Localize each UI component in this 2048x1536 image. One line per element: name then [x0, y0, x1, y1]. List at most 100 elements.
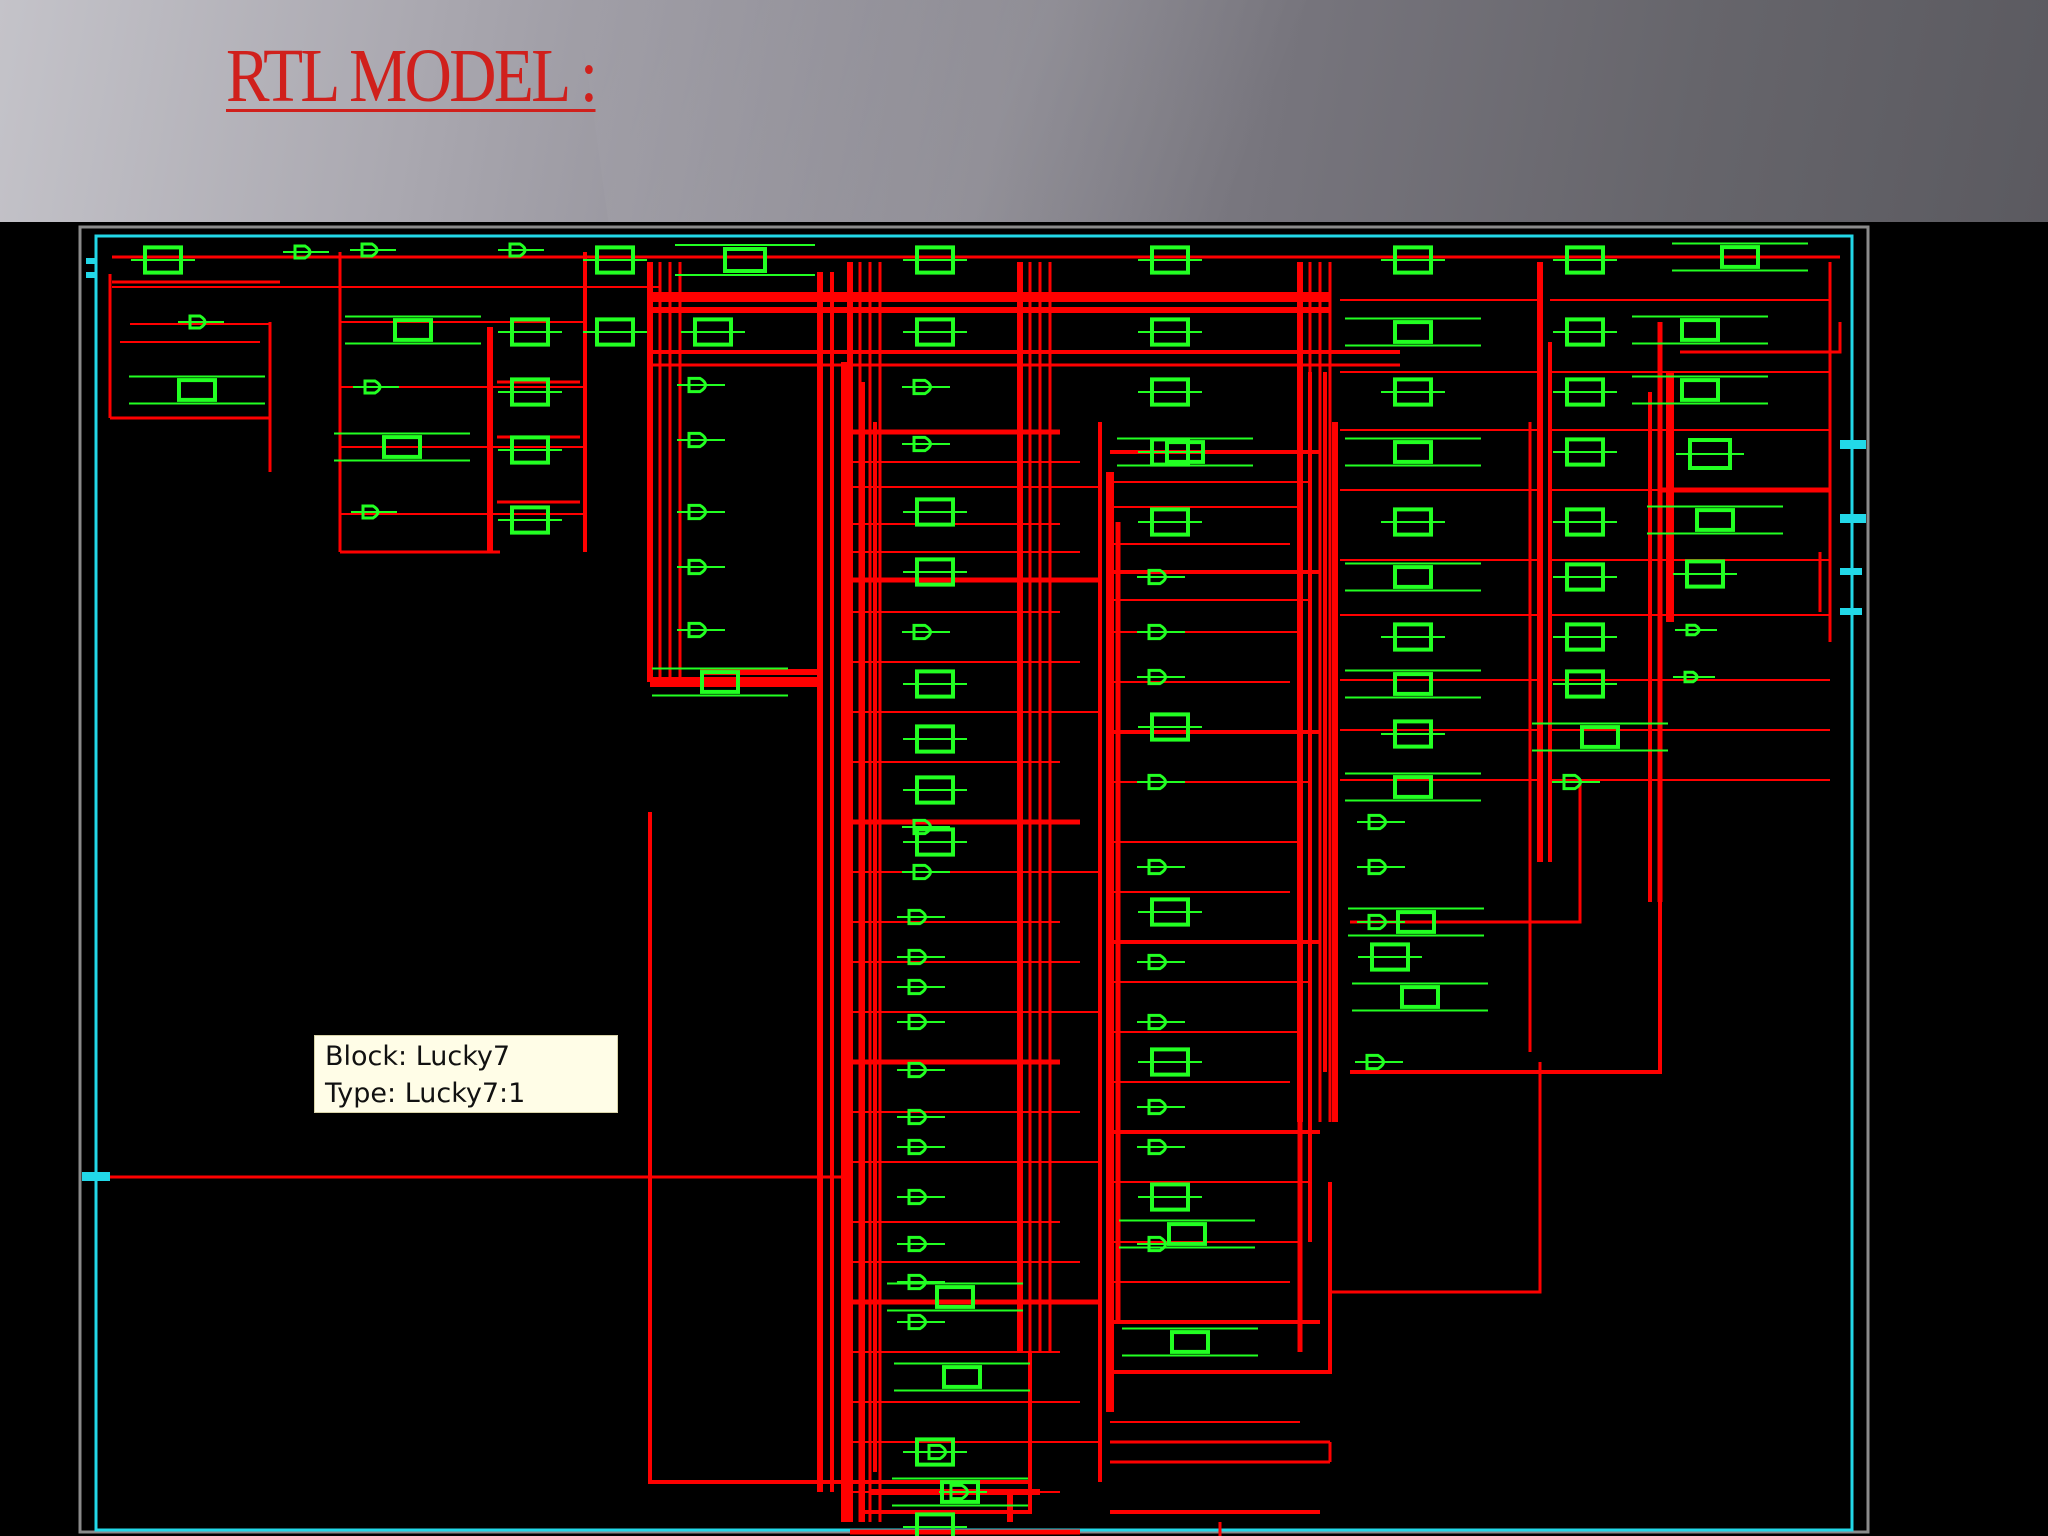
- flip-flop-cell[interactable]: [903, 1512, 967, 1536]
- logic-gate-cell[interactable]: [1119, 1219, 1255, 1249]
- flip-flop-cell[interactable]: [1138, 377, 1202, 407]
- logic-gate-cell[interactable]: [1357, 813, 1405, 831]
- logic-gate-cell[interactable]: [902, 863, 950, 881]
- flip-flop-cell[interactable]: [1553, 562, 1617, 592]
- logic-gate-cell[interactable]: [1122, 1327, 1258, 1357]
- logic-gate-cell[interactable]: [1345, 669, 1481, 699]
- flip-flop-cell[interactable]: [1138, 897, 1202, 927]
- logic-gate-cell[interactable]: [1137, 623, 1185, 641]
- flip-flop-cell[interactable]: [498, 505, 562, 535]
- logic-gate-cell[interactable]: [1632, 375, 1768, 405]
- logic-gate-cell[interactable]: [1137, 1013, 1185, 1031]
- logic-gate-cell[interactable]: [1137, 858, 1185, 876]
- logic-gate-cell[interactable]: [897, 978, 945, 996]
- flip-flop-cell[interactable]: [1553, 507, 1617, 537]
- logic-gate-cell[interactable]: [1117, 437, 1253, 467]
- logic-gate-cell[interactable]: [1137, 1098, 1185, 1116]
- logic-gate-cell[interactable]: [1345, 562, 1481, 592]
- flip-flop-cell[interactable]: [131, 245, 195, 275]
- flip-flop-cell[interactable]: [903, 557, 967, 587]
- flip-flop-cell[interactable]: [1138, 317, 1202, 347]
- logic-gate-cell[interactable]: [939, 1483, 987, 1501]
- flip-flop-cell[interactable]: [903, 827, 967, 857]
- flip-flop-cell[interactable]: [1676, 438, 1744, 470]
- logic-gate-cell[interactable]: [1672, 242, 1808, 272]
- logic-gate-cell[interactable]: [1345, 317, 1481, 347]
- logic-gate-cell[interactable]: [178, 314, 224, 330]
- logic-gate-cell[interactable]: [902, 818, 950, 836]
- flip-flop-cell[interactable]: [903, 245, 967, 275]
- logic-gate-cell[interactable]: [334, 432, 470, 462]
- logic-gate-cell[interactable]: [1673, 670, 1715, 684]
- logic-gate-cell[interactable]: [1647, 505, 1783, 535]
- logic-gate-cell[interactable]: [1552, 773, 1600, 791]
- logic-gate-cell[interactable]: [897, 1138, 945, 1156]
- flip-flop-cell[interactable]: [1138, 507, 1202, 537]
- logic-gate-cell[interactable]: [897, 948, 945, 966]
- flip-flop-cell[interactable]: [583, 317, 647, 347]
- logic-gate-cell[interactable]: [677, 503, 725, 521]
- flip-flop-cell[interactable]: [903, 724, 967, 754]
- logic-gate-cell[interactable]: [887, 1282, 1023, 1312]
- logic-gate-cell[interactable]: [675, 244, 815, 276]
- flip-flop-cell[interactable]: [903, 669, 967, 699]
- logic-gate-cell[interactable]: [350, 242, 396, 258]
- logic-gate-cell[interactable]: [897, 1013, 945, 1031]
- flip-flop-cell[interactable]: [498, 435, 562, 465]
- logic-gate-cell[interactable]: [1137, 1138, 1185, 1156]
- flip-flop-cell[interactable]: [583, 245, 647, 275]
- logic-cells[interactable]: [129, 242, 1808, 1536]
- rtl-schematic-view[interactable]: Block: Lucky7 Type: Lucky7:1: [0, 222, 2048, 1536]
- flip-flop-cell[interactable]: [1138, 245, 1202, 275]
- output-port[interactable]: [1840, 568, 1862, 575]
- flip-flop-cell[interactable]: [1138, 712, 1202, 742]
- flip-flop-cell[interactable]: [1553, 317, 1617, 347]
- input-port[interactable]: [86, 272, 96, 278]
- logic-gate-cell[interactable]: [917, 1443, 965, 1461]
- logic-gate-cell[interactable]: [1137, 953, 1185, 971]
- logic-gate-cell[interactable]: [677, 558, 725, 576]
- logic-gate-cell[interactable]: [897, 1235, 945, 1253]
- logic-gate-cell[interactable]: [897, 908, 945, 926]
- logic-gate-cell[interactable]: [1632, 315, 1768, 345]
- flip-flop-cell[interactable]: [1381, 719, 1445, 749]
- flip-flop-cell[interactable]: [498, 317, 562, 347]
- flip-flop-cell[interactable]: [1553, 377, 1617, 407]
- logic-gate-cell[interactable]: [1137, 668, 1185, 686]
- logic-gate-cell[interactable]: [652, 667, 788, 697]
- flip-flop-cell[interactable]: [903, 497, 967, 527]
- flip-flop-cell[interactable]: [903, 317, 967, 347]
- logic-gate-cell[interactable]: [1137, 568, 1185, 586]
- logic-gate-cell[interactable]: [353, 379, 399, 395]
- flip-flop-cell[interactable]: [1381, 245, 1445, 275]
- flip-flop-cell[interactable]: [1381, 622, 1445, 652]
- flip-flop-cell[interactable]: [1673, 559, 1737, 589]
- logic-gate-cell[interactable]: [897, 1061, 945, 1079]
- logic-gate-cell[interactable]: [283, 244, 329, 260]
- logic-gate-cell[interactable]: [677, 431, 725, 449]
- input-port[interactable]: [82, 1172, 110, 1181]
- rtl-schematic[interactable]: [0, 222, 2048, 1536]
- logic-gate-cell[interactable]: [345, 315, 481, 345]
- output-port[interactable]: [1840, 514, 1866, 523]
- logic-gate-cell[interactable]: [129, 375, 265, 405]
- logic-gate-cell[interactable]: [902, 435, 950, 453]
- flip-flop-cell[interactable]: [1138, 1047, 1202, 1077]
- flip-flop-cell[interactable]: [903, 775, 967, 805]
- logic-gate-cell[interactable]: [902, 378, 950, 396]
- logic-gate-cell[interactable]: [897, 1313, 945, 1331]
- output-port[interactable]: [1840, 440, 1866, 449]
- output-port[interactable]: [1840, 608, 1862, 615]
- logic-gate-cell[interactable]: [1357, 858, 1405, 876]
- logic-gate-cell[interactable]: [1137, 773, 1185, 791]
- logic-gate-cell[interactable]: [1675, 623, 1717, 637]
- flip-flop-cell[interactable]: [1138, 1182, 1202, 1212]
- flip-flop-cell[interactable]: [1381, 507, 1445, 537]
- logic-gate-cell[interactable]: [897, 1188, 945, 1206]
- logic-gate-cell[interactable]: [1532, 722, 1668, 752]
- flip-flop-cell[interactable]: [1553, 245, 1617, 275]
- logic-gate-cell[interactable]: [498, 242, 544, 258]
- flip-flop-cell[interactable]: [498, 377, 562, 407]
- logic-gate-cell[interactable]: [677, 376, 725, 394]
- flip-flop-cell[interactable]: [681, 317, 745, 347]
